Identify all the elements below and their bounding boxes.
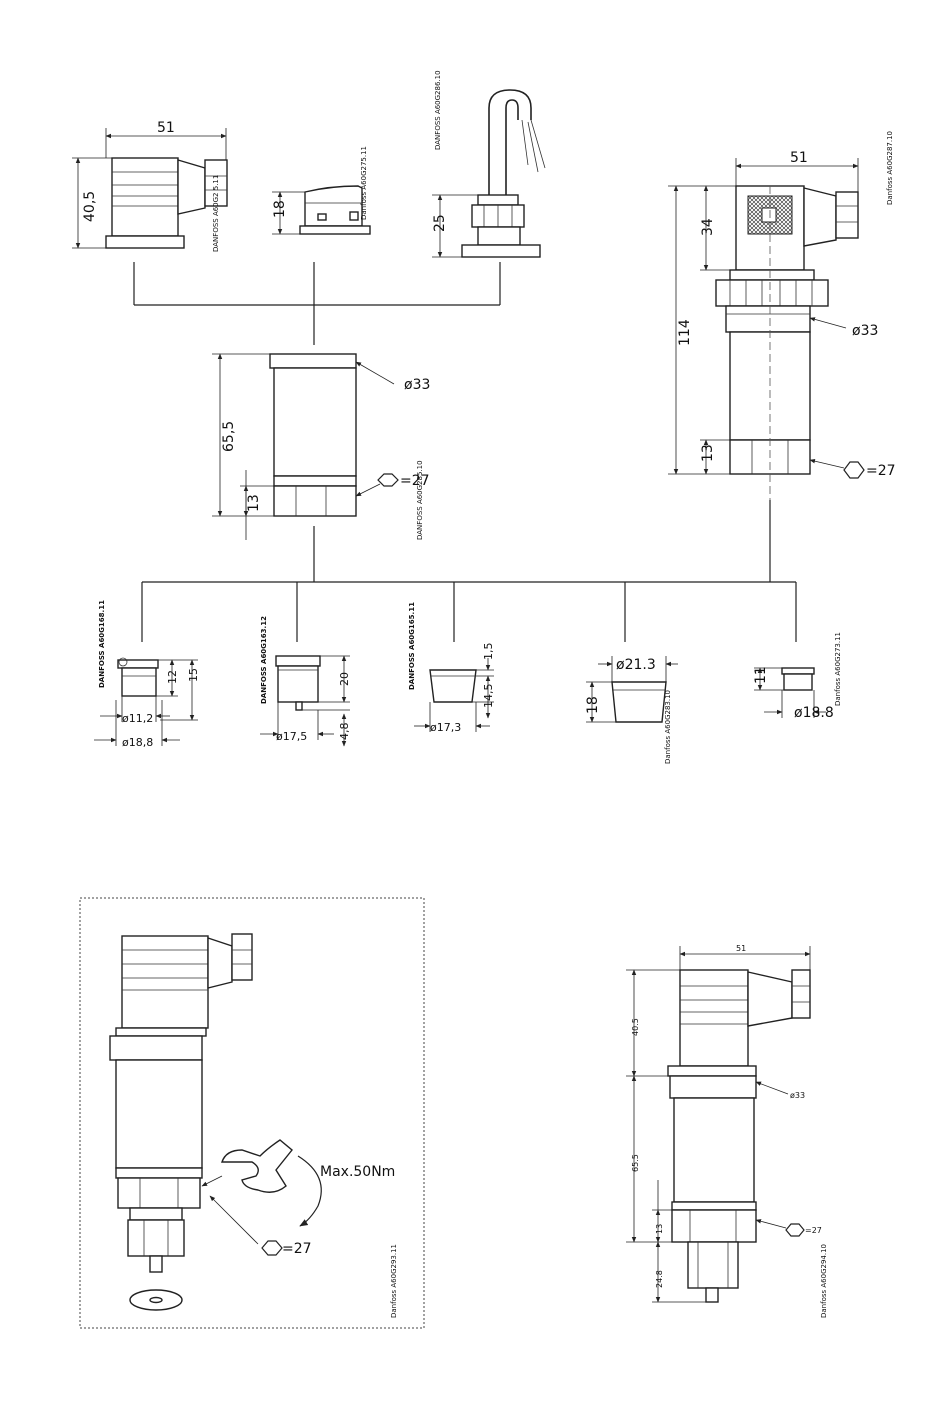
fitting-2: 20 4,8 ø17,5 DANFOSS A60G163.12: [260, 616, 351, 747]
dim-d1: ø11,2: [122, 712, 153, 725]
hex-label: =27: [282, 1241, 312, 1257]
assembly-drawing: 51 40.5 65.5 13 24.8 ø33 =27 Danfoss A60…: [626, 944, 828, 1318]
connection-lines-middle: [141, 500, 797, 642]
part-code: Danfoss A60G273.11: [834, 632, 842, 706]
fitting-1: 12 15 ø11,2 ø18,8 DANFOSS A60G168.11: [94, 600, 200, 749]
dim-diameter: ø33: [852, 323, 878, 339]
fitting-3: 1,5 14,5 ø17,3 DANFOSS A60G165.11: [408, 602, 495, 734]
dim-height: 40,5: [82, 191, 98, 222]
part-code: Danfoss A60G275.11: [360, 146, 368, 220]
dim-h1: 11: [753, 666, 769, 684]
side-unit: 51 114 34 13 ø33 =27 Danfoss A60G287.10: [668, 131, 896, 500]
part-code: DANFOSS A60G285.10: [416, 460, 424, 540]
dim-hex-height: 13: [246, 494, 262, 512]
dim-height: 25: [432, 214, 448, 232]
part-code: Danfoss A60G287.10: [886, 131, 894, 205]
dim-thread-height: 24.8: [655, 1270, 664, 1288]
dim-height: 18: [272, 200, 288, 218]
fitting-4: ø21.3 18 Danfoss A60G283.10: [585, 656, 678, 764]
dim-width: 51: [157, 120, 175, 136]
part-code: Danfoss A60G294.10: [820, 1244, 828, 1318]
torque-label: Max.50Nm: [320, 1164, 395, 1180]
part-code: DANFOSS A60G286.10: [434, 70, 442, 150]
dim-height: 114: [677, 319, 693, 346]
fitting-5: 11 ø18.8 Danfoss A60G273.11: [753, 632, 842, 721]
part-code: DANFOSS A60G2 5.11: [212, 175, 220, 252]
dim-hex: =27: [805, 1226, 822, 1235]
part-code: DANFOSS A60G163.12: [260, 616, 268, 704]
dim-h1: 18: [585, 696, 601, 714]
dim-h1: 20: [338, 672, 351, 686]
dim-h2: 14,5: [482, 684, 495, 709]
dim-h2: 15: [187, 668, 200, 682]
dim-height: 65,5: [221, 421, 237, 452]
connector-a: 51 40,5 DANFOSS A60G2 5.11: [72, 120, 228, 252]
part-code: DANFOSS A60G165.11: [408, 602, 416, 690]
dim-connector-height: 40.5: [631, 1018, 640, 1036]
dim-d2: ø18,8: [122, 736, 153, 749]
dim-connector-height: 34: [700, 218, 716, 236]
dim-d1: ø21.3: [616, 657, 656, 673]
dim-h1: 1,5: [482, 643, 495, 661]
dim-d1: ø18.8: [794, 705, 834, 721]
dim-d1: ø17,5: [276, 730, 307, 743]
connector-c: 25 DANFOSS A60G286.10: [432, 70, 546, 258]
dim-h1: 12: [166, 670, 179, 684]
part-code: Danfoss A60G283.10: [664, 690, 672, 764]
dim-width: 51: [790, 150, 808, 166]
dim-hex: =27: [866, 463, 896, 479]
dim-diameter: ø33: [404, 377, 430, 393]
install-diagram: Max.50Nm =27 Danfoss A60G293.11: [79, 897, 425, 1329]
dim-diameter: ø33: [790, 1091, 805, 1100]
dim-body-height: 65.5: [631, 1154, 640, 1172]
dim-width: 51: [736, 944, 746, 953]
dim-d1: ø17,3: [430, 721, 461, 734]
part-code: Danfoss A60G293.11: [390, 1244, 398, 1318]
part-code: DANFOSS A60G168.11: [98, 600, 106, 688]
dim-h2: 4,8: [338, 723, 351, 741]
connection-lines-top: [133, 262, 501, 345]
connector-b: 18 Danfoss A60G275.11: [272, 146, 371, 235]
dim-hex-height: 13: [655, 1224, 664, 1234]
dim-hex-height: 13: [700, 444, 716, 462]
transmitter: 65,5 13 ø33 =27 DANFOSS A60G285.10: [212, 353, 430, 540]
dim-hex: =27: [400, 473, 430, 489]
